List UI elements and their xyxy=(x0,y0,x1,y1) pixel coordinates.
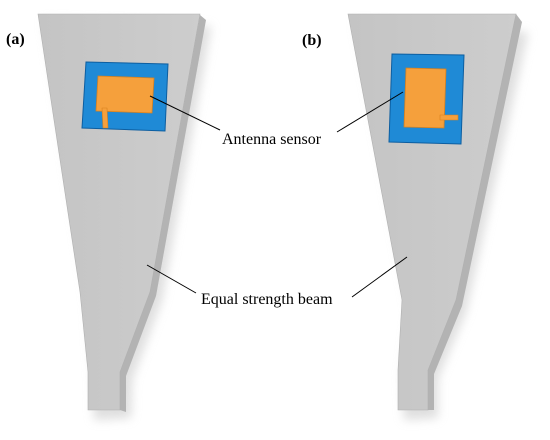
feedline-a xyxy=(101,107,109,129)
antenna-sensor-label: Antenna sensor xyxy=(222,131,322,148)
leader-antenna-a xyxy=(149,95,221,131)
leader-beam-b xyxy=(351,256,408,298)
panel-label-b: (b) xyxy=(302,32,322,49)
beam-a-side xyxy=(120,15,206,412)
antenna-sensor-b xyxy=(388,53,465,145)
leader-lines xyxy=(146,91,408,298)
antenna-sensor-a xyxy=(81,61,169,132)
equal-strength-beam-label: Equal strength beam xyxy=(201,291,333,308)
feedline-b xyxy=(439,114,459,121)
leader-beam-a xyxy=(146,264,197,294)
beam-b-side xyxy=(428,14,522,410)
patch-a xyxy=(95,75,155,114)
leader-antenna-b xyxy=(336,91,404,133)
panel-label-a: (a) xyxy=(6,31,25,48)
patch-b xyxy=(403,67,447,129)
